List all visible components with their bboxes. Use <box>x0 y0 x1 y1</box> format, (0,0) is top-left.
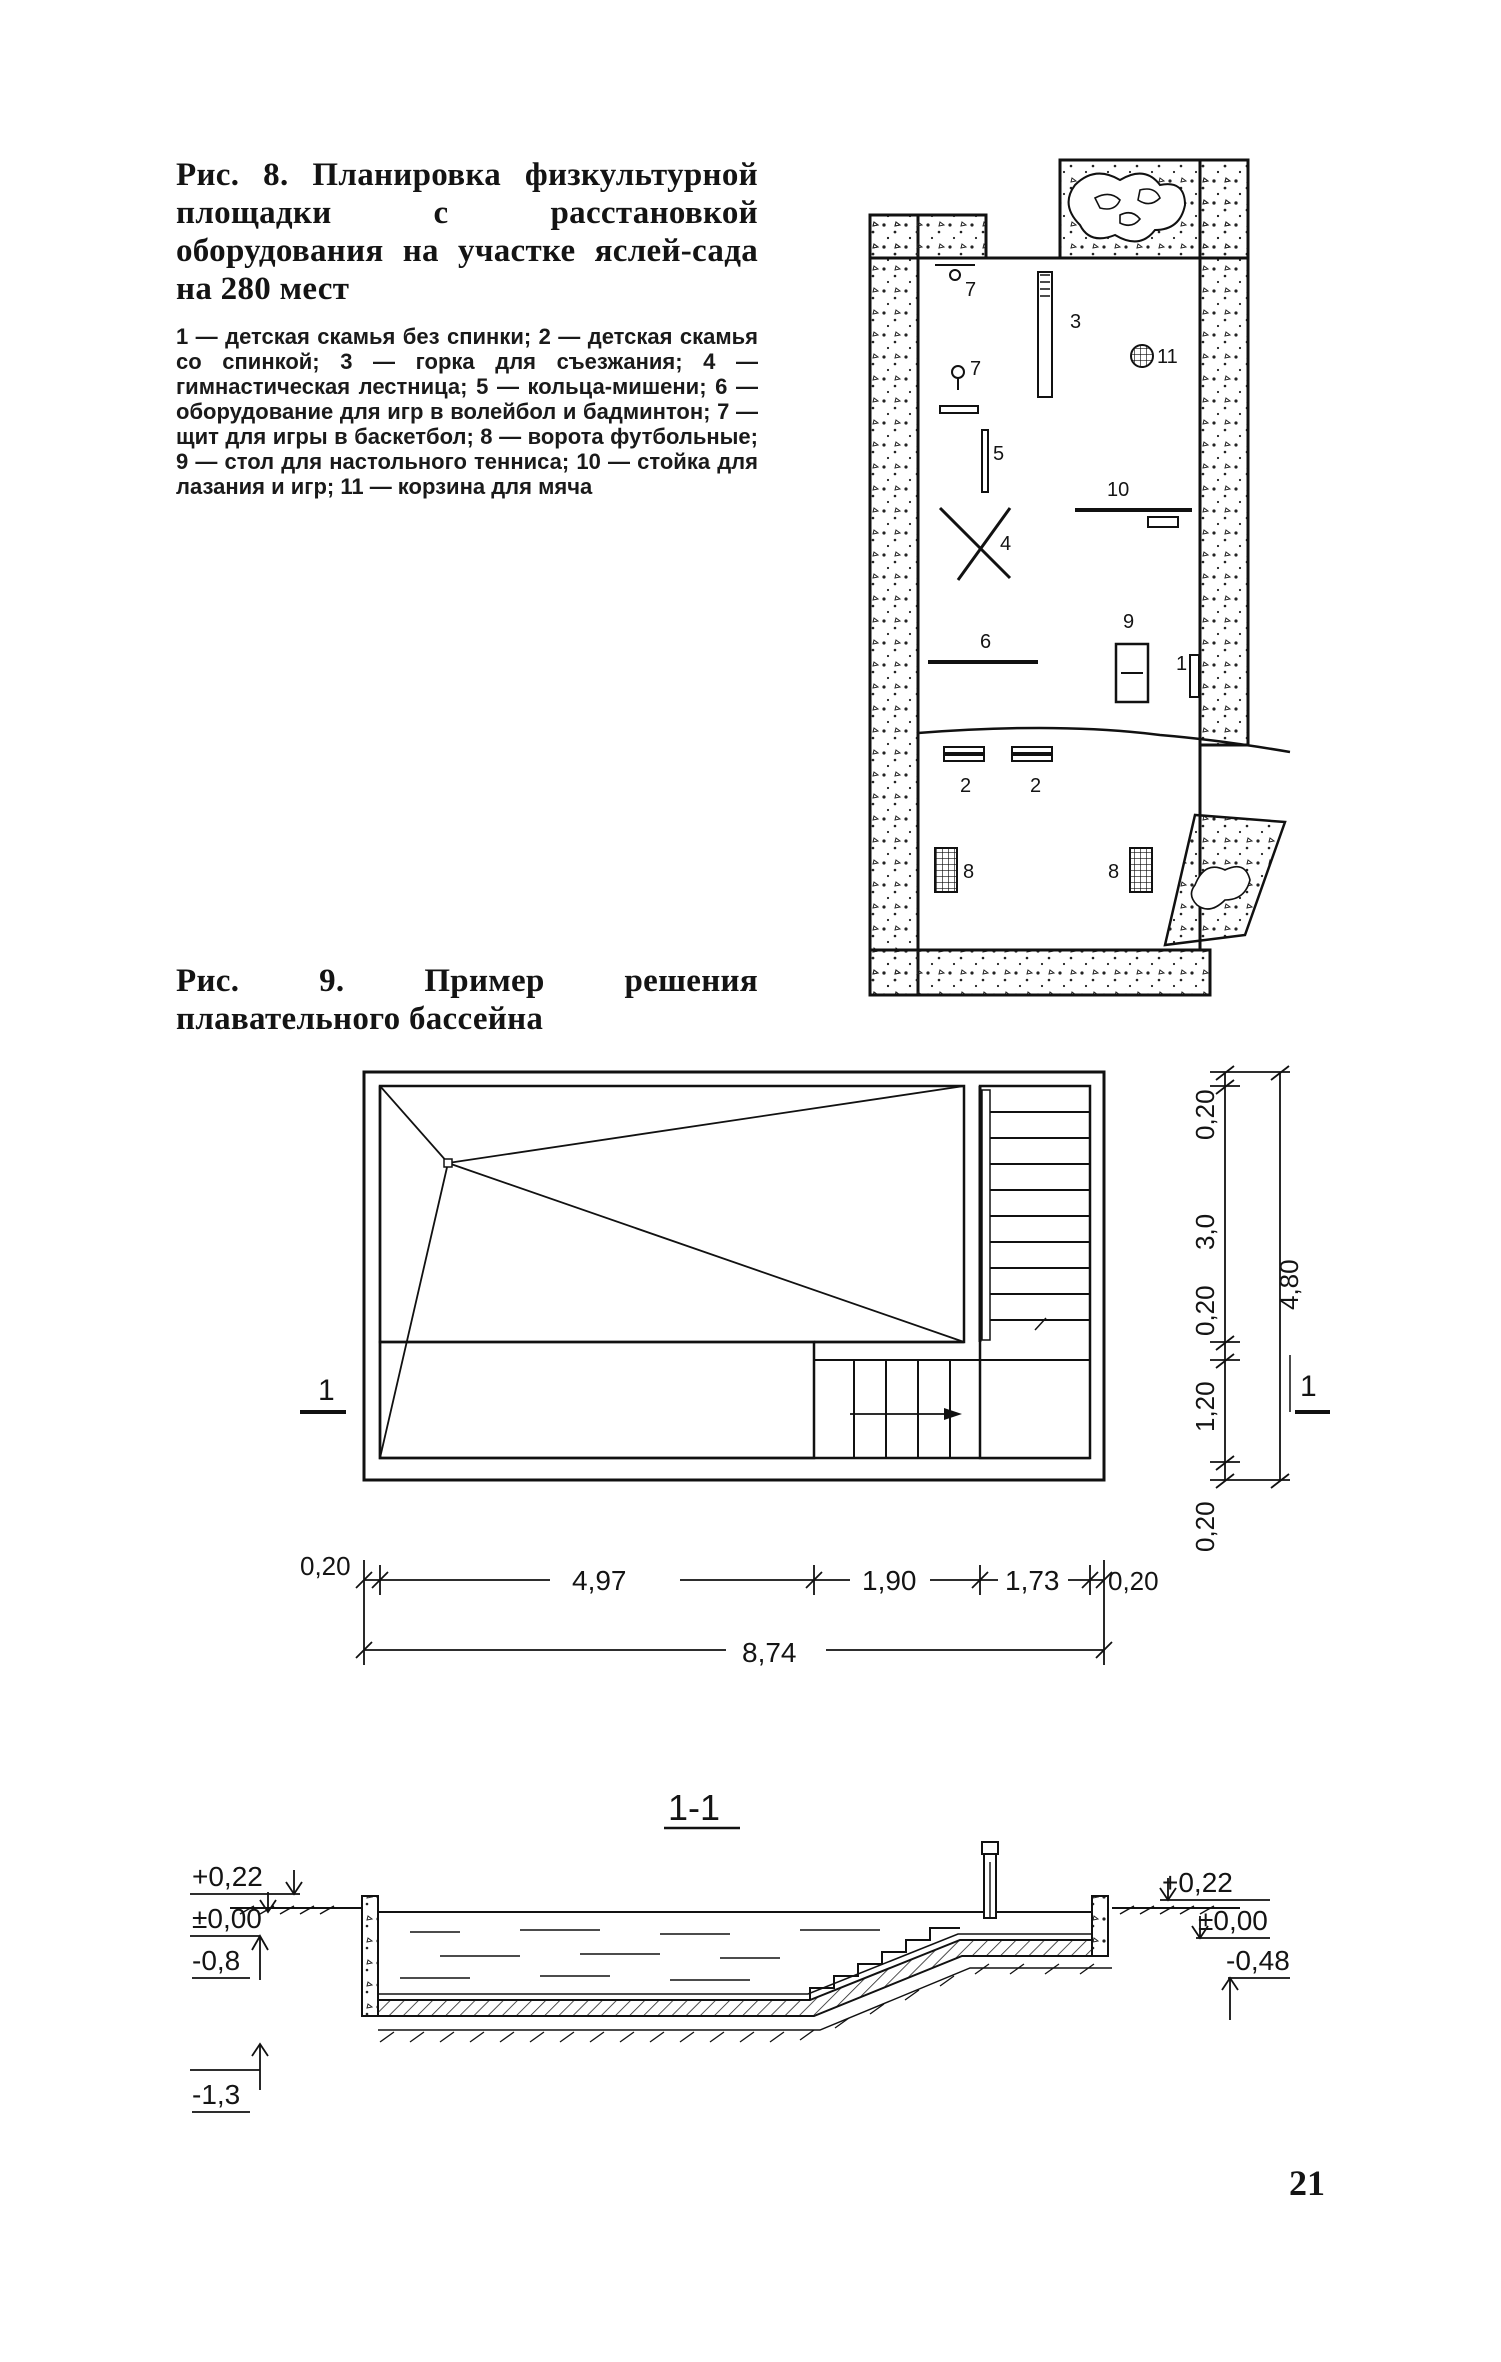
fig8-label-2a: 2 <box>960 775 971 797</box>
fig8-label-7b: 7 <box>970 358 981 380</box>
level-minus13: -1,3 <box>192 2079 240 2110</box>
fig9-section: 1-1 <box>190 1787 1290 2113</box>
dim-h-020-right: 0,20 <box>1108 1566 1159 1596</box>
dim-h-173: 1,73 <box>1005 1565 1060 1596</box>
dim-v-020-bot: 0,20 <box>1190 1501 1220 1552</box>
dim-h-020-left: 0,20 <box>300 1551 351 1581</box>
dim-v-30: 3,0 <box>1190 1214 1220 1250</box>
level-minus08: -0,8 <box>192 1945 240 1976</box>
fig8-label-6: 6 <box>980 631 991 653</box>
fig8-caption: Рис. 8. Планировка физкультурной площадк… <box>176 156 758 499</box>
fig8-label-11: 11 <box>1157 346 1178 368</box>
fig9-plan: 1 1 0,20 3,0 0,20 1,20 0,20 4 <box>300 1065 1330 1670</box>
fig8-label-1: 1 <box>1176 653 1187 675</box>
fig8-plan: 7 3 11 7 5 10 4 6 9 1 <box>868 158 1291 997</box>
fig9-caption: Рис. 9. Пример решения плавательного бас… <box>176 962 758 1038</box>
dim-h-497: 4,97 <box>572 1565 627 1596</box>
level-plus022-right: +0,22 <box>1162 1867 1233 1898</box>
section-title: 1-1 <box>668 1787 720 1828</box>
fig9-section-mark-left: 1 <box>318 1374 335 1407</box>
fig8-label-8b: 8 <box>1108 861 1119 883</box>
level-minus048: -0,48 <box>1226 1945 1290 1976</box>
fig8-label-7a: 7 <box>965 279 976 301</box>
dim-v-020-mid: 0,20 <box>1190 1285 1220 1336</box>
fig8-label-5: 5 <box>993 443 1004 465</box>
page-number: 21 <box>1289 2163 1325 2203</box>
fig8-title: Рис. 8. Планировка физкультурной площадк… <box>176 157 758 307</box>
level-000-left: ±0,00 <box>192 1903 262 1934</box>
fig8-label-3: 3 <box>1070 311 1081 333</box>
fig9-title: Рис. 9. Пример решения плавательного бас… <box>176 963 758 1037</box>
fig8-label-8a: 8 <box>963 861 974 883</box>
dim-v-total: 4,80 <box>1274 1259 1304 1310</box>
fig8-legend: 1 — детская скамья без спинки; 2 — детск… <box>176 324 758 499</box>
dim-v-120: 1,20 <box>1190 1381 1220 1432</box>
dim-v-020-top: 0,20 <box>1190 1089 1220 1140</box>
fig8-label-2b: 2 <box>1030 775 1041 797</box>
fig8-label-9: 9 <box>1123 611 1134 633</box>
fig8-label-4: 4 <box>1000 533 1011 555</box>
dim-h-190: 1,90 <box>862 1565 917 1596</box>
fig8-label-10: 10 <box>1107 479 1129 501</box>
dim-h-total: 8,74 <box>742 1637 797 1668</box>
level-plus022-left: +0,22 <box>192 1861 263 1892</box>
fig9-section-mark-right: 1 <box>1300 1370 1317 1403</box>
level-000-right: ±0,00 <box>1198 1905 1268 1936</box>
